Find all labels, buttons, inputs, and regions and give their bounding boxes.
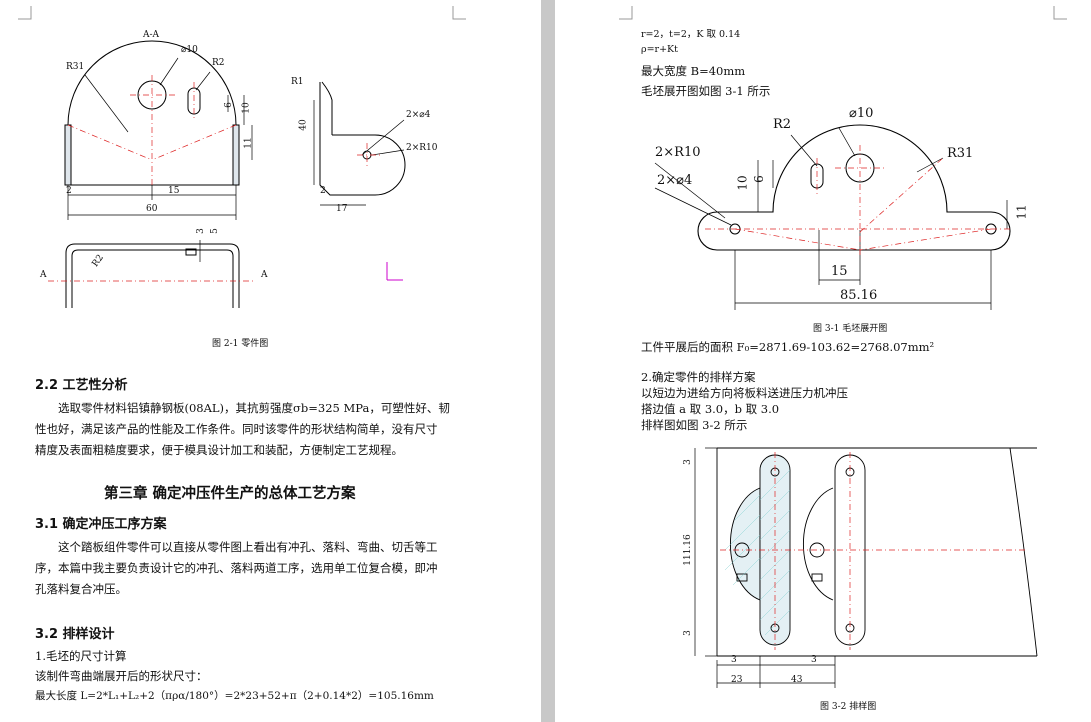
part-drawing-figure	[48, 40, 406, 308]
dim-label: 15	[168, 186, 180, 196]
dim-label: 43	[791, 675, 803, 685]
document-page-right: r=2，t=2，K 取 0.14 ρ=r+Kt 最大宽度 B=40mm 毛坯展开…	[555, 0, 1091, 722]
dim-label: 3	[682, 630, 693, 636]
dim-label: 10	[735, 175, 750, 191]
dim-label: R31	[66, 62, 85, 72]
section-marker: A	[40, 270, 47, 280]
figure-caption: 图 3-2 排样图	[820, 702, 877, 712]
dim-label: 11	[1014, 204, 1029, 220]
list-item: 1.毛坯的尺寸计算	[35, 649, 127, 663]
dim-label: 111.16	[682, 534, 693, 566]
dim-label: 3	[811, 655, 817, 665]
dim-label: 15	[831, 264, 848, 279]
text-line: 以短边为进给方向将板料送进压力机冲压	[641, 386, 848, 400]
dim-label: 3	[682, 459, 693, 465]
dim-label: R31	[947, 146, 974, 161]
text-line: 最大长度 L=2*L₁+L₂+2（πρα/180°）=2*23+52+π（2+0…	[35, 690, 434, 702]
dim-label: R2	[773, 117, 792, 132]
dim-label: 2×R10	[406, 143, 438, 153]
dim-label: 40	[298, 119, 309, 131]
text-line: 该制件弯曲端展开后的形状尺寸：	[35, 669, 208, 683]
dim-label: 2×⌀4	[657, 173, 693, 188]
section-label: A-A	[143, 30, 160, 40]
dim-label: R2	[212, 58, 225, 68]
figure-caption: 图 2-1 零件图	[212, 339, 269, 349]
paragraph: 这个踏板组件零件可以直接从零件图上看出有冲孔、落料、弯曲、切舌等工 序，本篇中我…	[35, 540, 438, 596]
text-line: 毛坯展开图如图 3-1 所示	[641, 84, 771, 98]
dim-label: 2	[66, 186, 72, 196]
dim-label: 85.16	[840, 288, 878, 303]
dim-label: ⌀10	[181, 45, 198, 55]
paragraph: 选取零件材料铝镇静钢板(08AL)，其抗剪强度σb=325 MPa，可塑性好、韧…	[35, 401, 450, 457]
document-page-left: A-A ⌀10 R31 R2 R1 40 6 10 11 2×⌀4 2×R10 …	[0, 0, 541, 722]
dim-label: 5	[209, 228, 220, 234]
dim-label: 17	[336, 204, 348, 214]
chapter-title: 第三章 确定冲压件生产的总体工艺方案	[104, 486, 356, 502]
blank-development-figure	[654, 124, 1011, 310]
page-corner-mark	[1053, 6, 1067, 20]
dim-label: 6	[751, 175, 766, 183]
dim-label: 60	[146, 204, 158, 214]
dim-label: 3	[195, 228, 206, 234]
strip-layout-figure	[694, 447, 1038, 688]
dim-label: 11	[243, 137, 254, 149]
dim-label: 3	[731, 655, 737, 665]
section-heading: 3.2 排样设计	[35, 627, 115, 642]
text-line: 搭边值 a 取 3.0，b 取 3.0	[641, 402, 780, 416]
dim-label: ⌀10	[849, 106, 874, 121]
page-gap	[541, 0, 555, 722]
dim-label: 6	[223, 102, 234, 108]
page-corner-mark	[18, 6, 32, 20]
page-corner-mark	[452, 6, 466, 20]
dim-label: 2	[320, 186, 326, 196]
page-corner-mark	[619, 6, 633, 20]
dim-label: 10	[241, 102, 252, 114]
figure-caption: 图 3-1 毛坯展开图	[813, 324, 888, 334]
text-line: 排样图如图 3-2 所示	[641, 418, 748, 432]
dim-label: 23	[731, 675, 743, 685]
text-line: ρ=r+Kt	[641, 44, 678, 55]
list-item: 2.确定零件的排样方案	[641, 370, 756, 384]
dim-label: 2×⌀4	[406, 110, 431, 120]
section-marker: A	[261, 270, 268, 280]
text-line: 工件平展后的面积 F₀=2871.69-103.62=2768.07mm²	[641, 340, 935, 354]
text-line: 最大宽度 B=40mm	[641, 64, 746, 78]
section-heading: 3.1 确定冲压工序方案	[35, 517, 167, 532]
dim-label: 2×R10	[655, 145, 701, 160]
dim-label: R1	[291, 77, 304, 87]
section-heading: 2.2 工艺性分析	[35, 378, 128, 393]
text-line: r=2，t=2，K 取 0.14	[641, 29, 741, 40]
